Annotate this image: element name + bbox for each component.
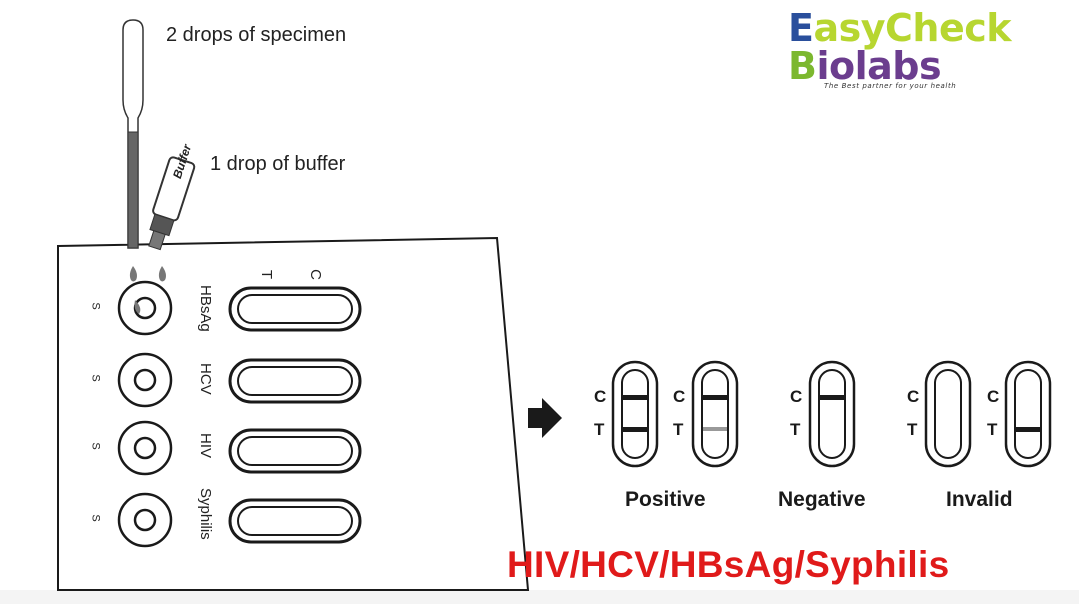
strip-invalid-2: [1004, 360, 1052, 468]
cassette-t-mark: T: [258, 269, 276, 280]
bottom-shade: [0, 590, 1079, 604]
invalid-1-c-label: C: [907, 387, 920, 406]
negative-c-label: C: [790, 387, 803, 406]
specimen-drop: [129, 266, 137, 282]
page-title: HIV/HCV/HBsAg/Syphilis: [507, 544, 950, 585]
buffer-drop: [158, 266, 166, 282]
cassette-body: [57, 236, 530, 591]
logo-word-iolabs: iolabs: [816, 44, 942, 88]
logo-line-1: EasyCheck: [788, 6, 1012, 50]
easycheck-logo: EasyCheck Biolabs The Best partner for y…: [788, 6, 1068, 92]
buffer-bottle: [148, 156, 196, 251]
invalid-2-c-label: C: [987, 387, 1000, 406]
positive-label: Positive: [625, 488, 706, 511]
sample-mark-hiv: S: [89, 442, 102, 450]
buffer-instruction: 1 drop of buffer: [210, 153, 346, 175]
result-window-hcv: [228, 358, 362, 404]
positive-2-t-label: T: [673, 420, 684, 439]
logo-letter-b: B: [788, 44, 817, 88]
test-label-hcv: HCV: [197, 363, 214, 395]
logo-word-asycheck: asyCheck: [813, 6, 1012, 50]
test-label-hiv: HIV: [197, 433, 214, 459]
sample-well-hcv: [117, 352, 173, 408]
invalid-1-t-label: T: [907, 420, 918, 439]
result-window-syphilis: [228, 498, 362, 544]
cassette-c-mark: C: [306, 269, 324, 280]
negative-label: Negative: [778, 488, 866, 511]
sample-mark-syphilis: S: [89, 514, 102, 522]
logo-tagline: The Best partner for your health: [824, 82, 957, 90]
strip-invalid-1: [924, 360, 972, 468]
strip-negative: [808, 360, 856, 468]
negative-t-label: T: [790, 420, 801, 439]
strip-positive-2: [691, 360, 739, 468]
test-label-hbsag: HBsAg: [197, 285, 214, 332]
sample-well-hiv: [117, 420, 173, 476]
specimen-instruction: 2 drops of specimen: [166, 24, 347, 46]
sample-well-syphilis: [117, 492, 173, 548]
arrow-right-icon: [528, 398, 562, 438]
positive-1-t-label: T: [594, 420, 605, 439]
sample-mark-hcv: S: [89, 374, 102, 382]
invalid-2-t-label: T: [987, 420, 998, 439]
result-window-hbsag: [228, 286, 362, 332]
positive-1-c-label: C: [594, 387, 607, 406]
strip-positive-1: [611, 360, 659, 468]
dropper-pipette: [122, 19, 144, 249]
sample-well-hbsag: [117, 280, 173, 336]
result-window-hiv: [228, 428, 362, 474]
logo-letter-e: E: [788, 6, 814, 50]
invalid-label: Invalid: [946, 488, 1013, 511]
positive-2-c-label: C: [673, 387, 686, 406]
test-label-syphilis: Syphilis: [197, 488, 214, 540]
sample-mark-hbsag: S: [89, 302, 102, 310]
logo-line-2: Biolabs: [788, 44, 942, 88]
